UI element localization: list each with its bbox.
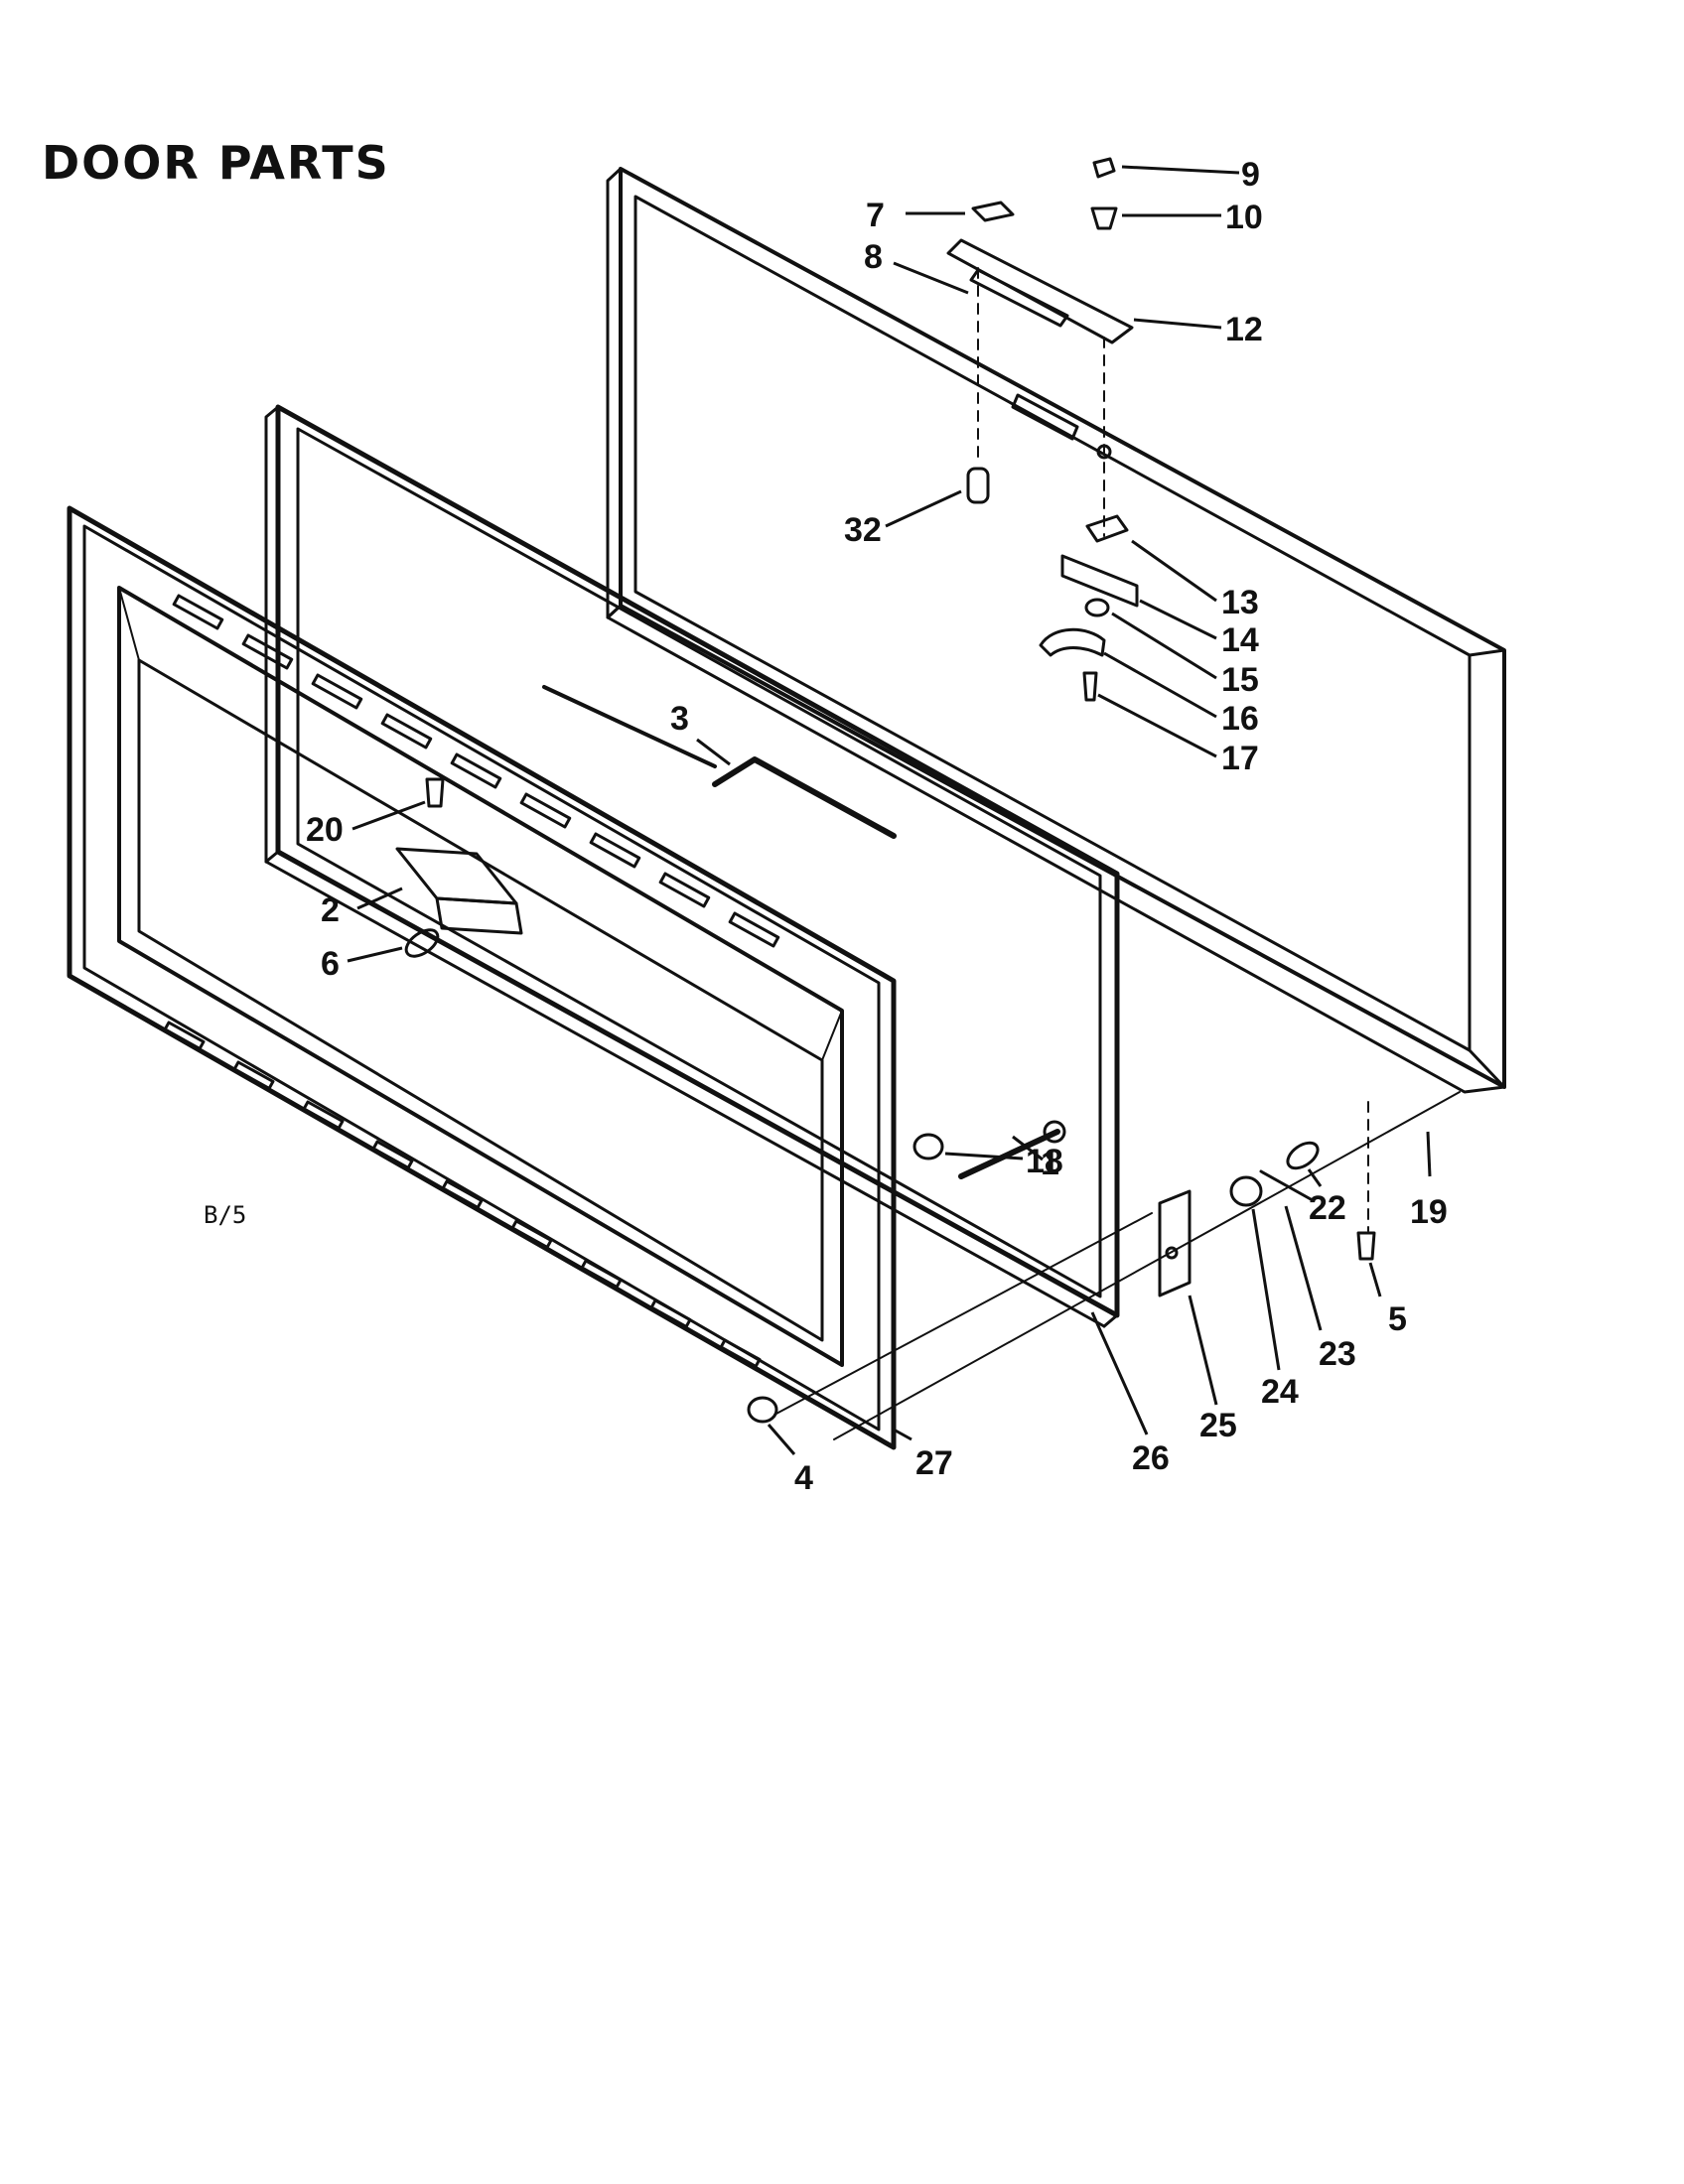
callout-19: 19 xyxy=(1410,1193,1448,1231)
callout-24: 24 xyxy=(1261,1373,1299,1411)
front-door-panel xyxy=(67,505,897,1450)
callout-15: 15 xyxy=(1221,661,1259,699)
callout-labels: 9 10 7 8 12 32 13 14 15 16 17 3 20 2 6 1… xyxy=(306,156,1448,1497)
callout-13: 13 xyxy=(1221,584,1259,621)
handle-parts xyxy=(395,685,897,958)
latch-parts xyxy=(946,157,1139,702)
callout-4: 4 xyxy=(794,1459,813,1497)
callout-2: 2 xyxy=(321,891,340,929)
callout-6: 6 xyxy=(321,945,340,983)
callout-23: 23 xyxy=(1319,1335,1356,1373)
callout-leaders xyxy=(347,165,1432,1455)
callout-1: 1 xyxy=(1041,1145,1059,1182)
callout-17: 17 xyxy=(1221,740,1259,777)
callout-25: 25 xyxy=(1199,1407,1237,1444)
callout-16: 16 xyxy=(1221,700,1259,738)
callout-22: 22 xyxy=(1309,1189,1346,1227)
callout-3: 3 xyxy=(670,700,689,738)
callout-7: 7 xyxy=(866,197,885,234)
diagram-title: DOOR PARTS xyxy=(42,136,390,190)
callout-18: 18 xyxy=(1026,1143,1063,1180)
callout-14: 14 xyxy=(1221,621,1259,659)
callout-9: 9 xyxy=(1241,156,1260,194)
callout-32: 32 xyxy=(844,511,882,549)
back-door-panel xyxy=(606,167,1506,1094)
callout-12: 12 xyxy=(1225,311,1263,348)
reference-code: B/5 xyxy=(204,1201,246,1229)
callout-20: 20 xyxy=(306,811,344,849)
hinge-parts xyxy=(747,1091,1461,1440)
callout-27: 27 xyxy=(915,1444,953,1482)
callout-26: 26 xyxy=(1132,1439,1170,1477)
callout-8: 8 xyxy=(864,238,883,276)
door-gasket-frame xyxy=(264,404,1120,1328)
callout-5: 5 xyxy=(1388,1300,1407,1338)
callout-10: 10 xyxy=(1225,199,1263,236)
